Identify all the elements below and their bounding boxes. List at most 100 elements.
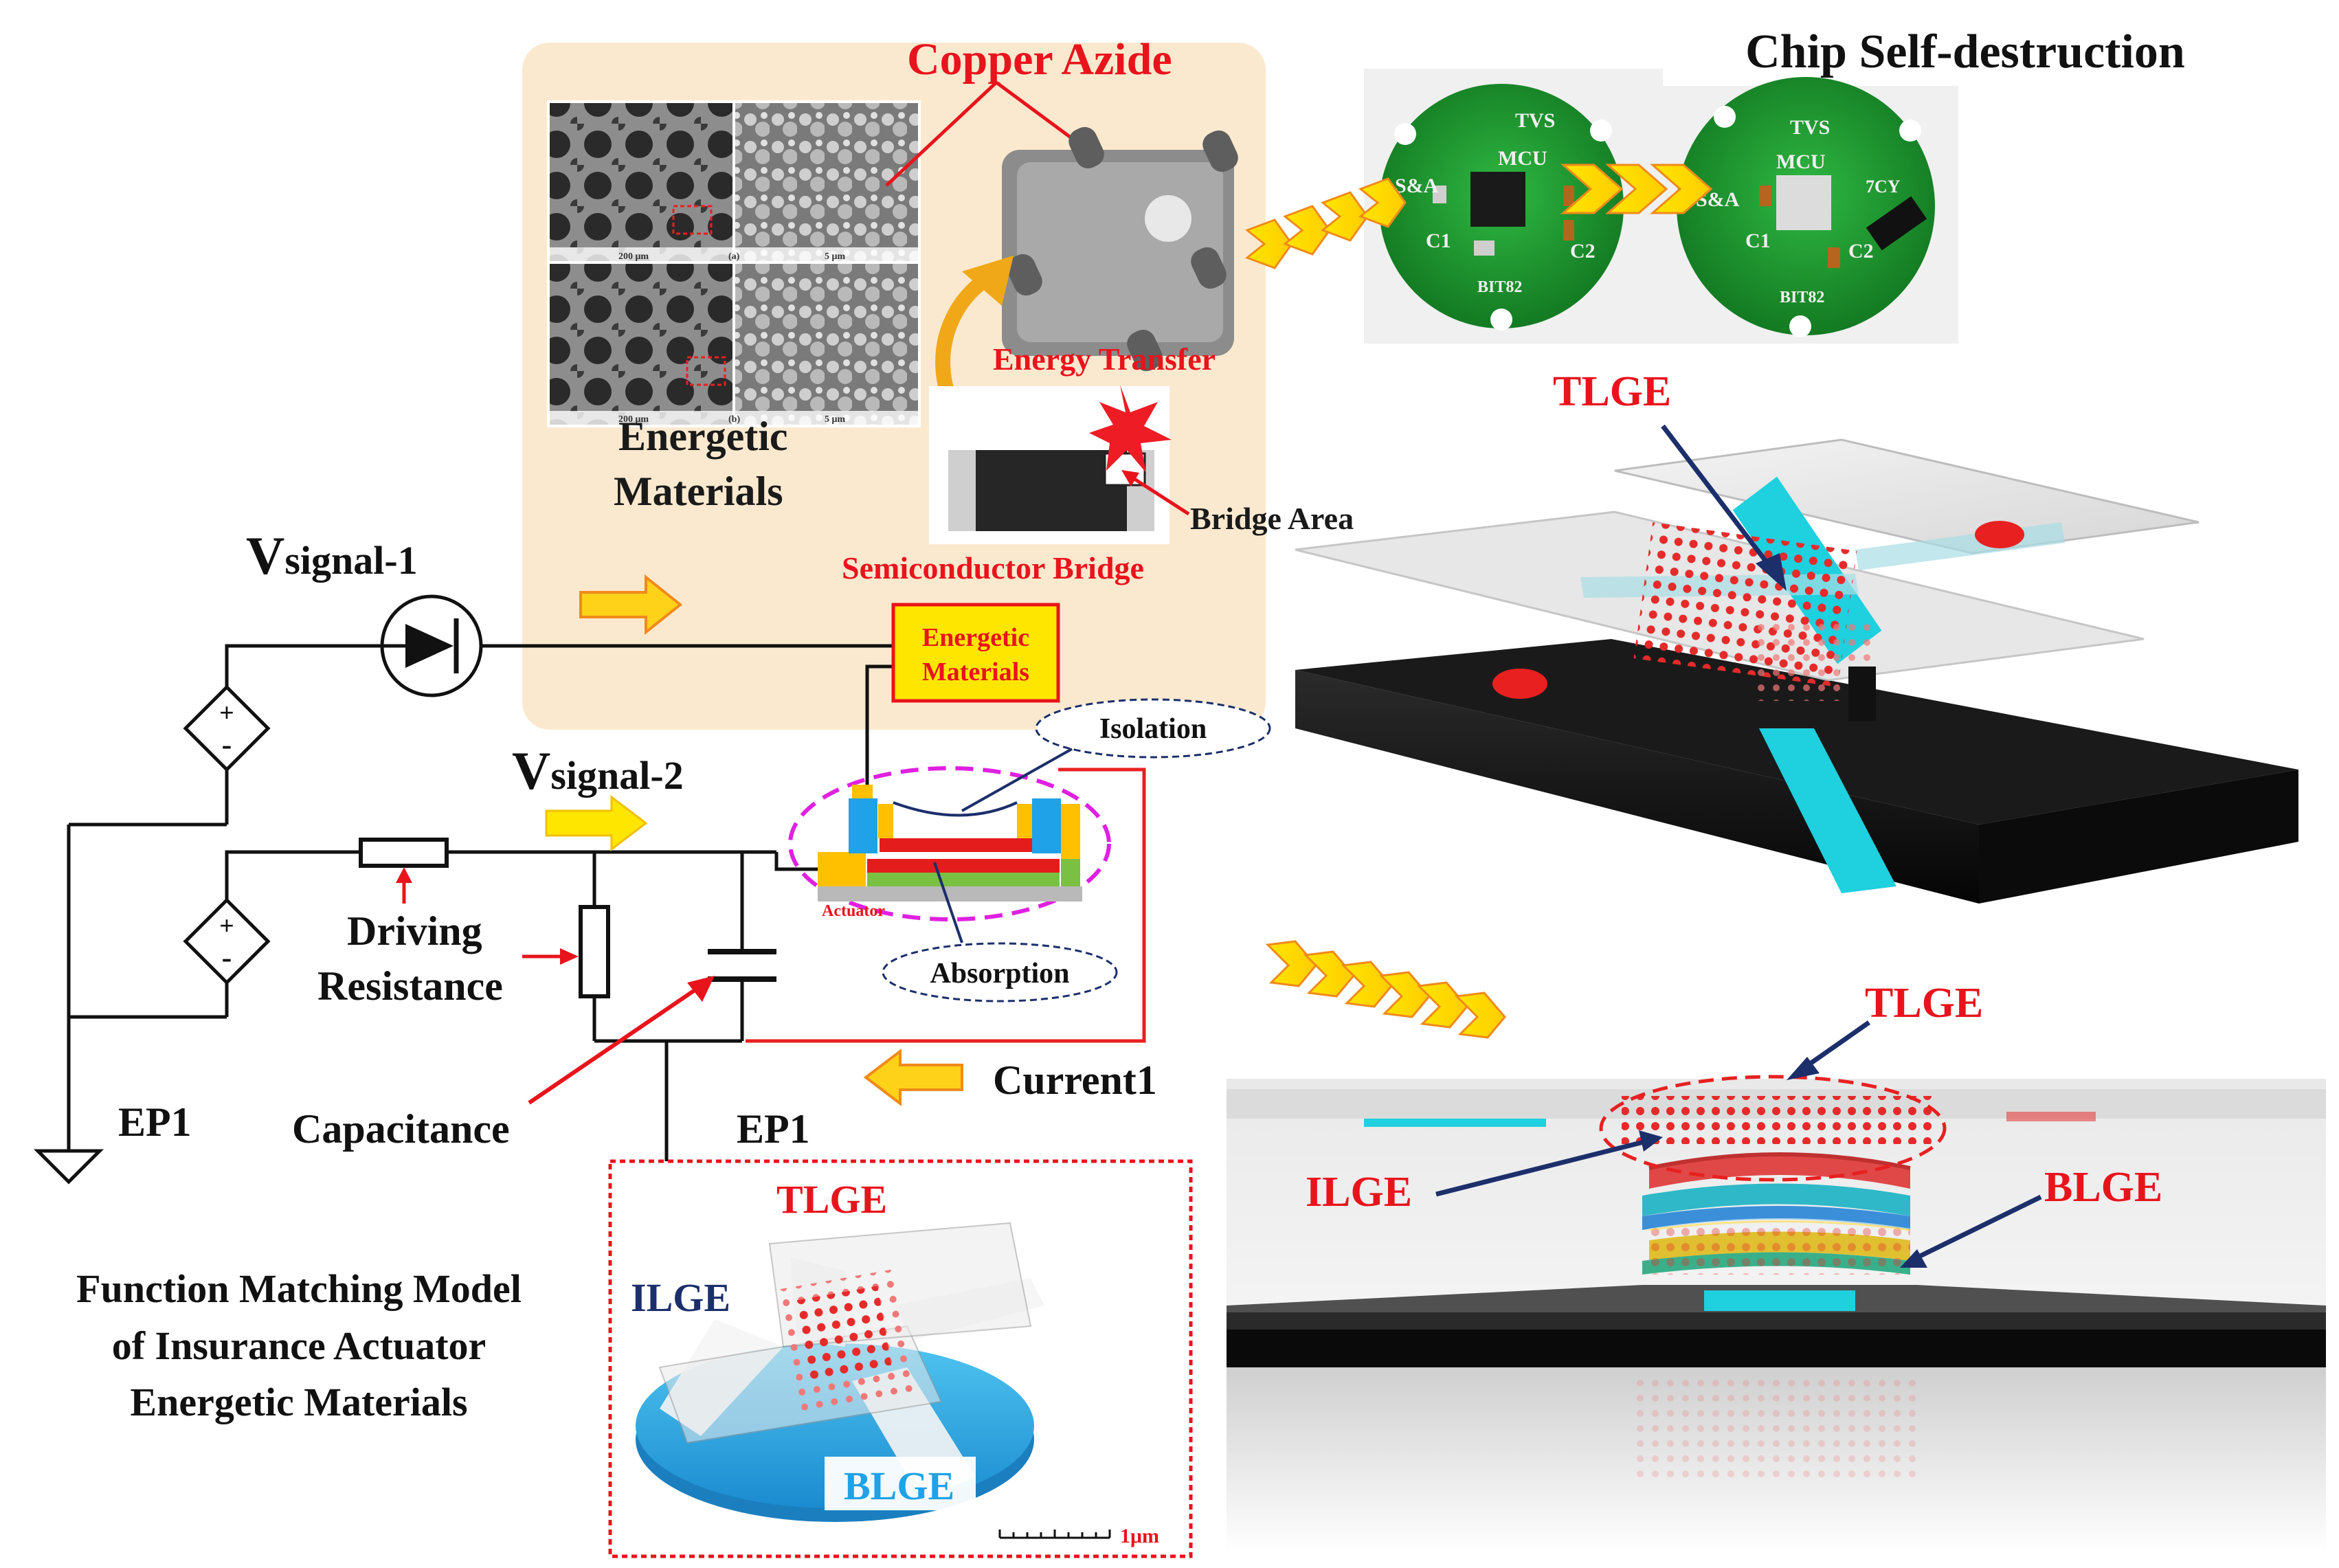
bridge-area-pointer [1126, 472, 1190, 516]
tlge-right-mid-label: TLGE [1865, 980, 1983, 1027]
isolation-pointer [961, 748, 1073, 812]
resistance-pointer-head [560, 948, 579, 965]
svg-text:-: - [222, 941, 232, 974]
device-3d-view [1295, 438, 2298, 904]
isolation-label: Isolation [1099, 713, 1207, 745]
svg-text:+: + [219, 699, 234, 728]
actuator-highlight [788, 766, 1111, 921]
model-inset-frame [608, 1159, 1193, 1558]
scale-bar [998, 1530, 1111, 1539]
energy-transfer-label: Energy Transfer [993, 341, 1216, 377]
blge-pointer [1909, 1194, 2042, 1264]
driving-resistance-label-line2: Resistance [317, 963, 503, 1009]
svg-text:+: + [219, 912, 234, 941]
blge-inset-label: BLGE [844, 1464, 954, 1508]
semiconductor-bridge-chip [948, 450, 1154, 531]
tlge-highlight [1599, 1075, 1947, 1182]
sem-scale-label: 200 μm [618, 251, 649, 262]
sem-scale-label: 5 μm [825, 414, 845, 425]
copper-azide-label: Copper Azide [907, 34, 1172, 85]
ilge-pointer [1435, 1138, 1650, 1197]
energy-transfer-arrow-head [962, 256, 1014, 306]
ground-icon [33, 1149, 104, 1185]
energetic-materials-label-line1: Energetic [618, 414, 788, 459]
capacitance-pointer-head [687, 976, 715, 1002]
shunt-resistor-icon [579, 905, 610, 998]
pcb-silk-text: TVS [1515, 109, 1555, 132]
ep1-left-label: EP1 [118, 1099, 192, 1145]
absorption-pointer [933, 862, 963, 943]
box-energetic-label-line2: Materials [922, 658, 1029, 686]
capacitance-pointer [528, 984, 702, 1105]
ilge-pointer-head [1639, 1130, 1663, 1152]
controlled-source-bottom-icon: + - [183, 897, 271, 985]
box-energetic-label-line1: Energetic [922, 623, 1029, 652]
tlge-right-top-label: TLGE [1553, 368, 1671, 415]
actuator-structure [818, 785, 1082, 901]
tlge-inset-label: TLGE [776, 1177, 887, 1222]
semiconductor-bridge-label: Semiconductor Bridge [842, 550, 1144, 585]
energetic-materials-box [891, 603, 1060, 703]
current-return-wire [746, 768, 1146, 1043]
explosion-icon [1089, 385, 1172, 473]
capacitance-label: Capacitance [292, 1106, 510, 1152]
blge-right-label: BLGE [2044, 1164, 2162, 1211]
current-arrow-icon [863, 1048, 963, 1107]
flow-arrow-icon [579, 574, 683, 636]
driving-resistance-label-line1: Driving [347, 908, 482, 954]
energetic-materials-label-line2: Materials [614, 469, 783, 514]
pcb-silk-text: TVS [1790, 116, 1830, 139]
capacitor-icon [708, 949, 776, 982]
chevron-arrows-icon [1245, 177, 1407, 269]
chip-self-destruction-title: Chip Self-destruction [1745, 25, 2185, 78]
absorption-bubble [882, 942, 1118, 1003]
ilge-inset-label: ILGE [631, 1275, 730, 1320]
pcb-silk-text: C2 [1570, 240, 1596, 262]
blge-pointer-head [1900, 1249, 1927, 1268]
pcb-silk-text: BIT82 [1477, 278, 1522, 296]
blge-label-backing [825, 1457, 976, 1510]
device-cross-section [1227, 1079, 2326, 1553]
sem-scale-label: 200 μm [618, 414, 649, 425]
actuator-label: Actuator [822, 902, 885, 920]
model-caption-line3: Energetic Materials [130, 1380, 467, 1424]
ep1-mid-label: EP1 [737, 1106, 810, 1152]
ilge-right-label: ILGE [1306, 1169, 1412, 1216]
model-caption-line1: Function Matching Model [76, 1266, 522, 1311]
detonator-chip [1002, 126, 1238, 372]
pcb-silk-text: S&A [1395, 175, 1439, 197]
chevron-arrows-icon [1265, 940, 1506, 1039]
pcb-before: TVS MCU S&A C1 C2 BIT82 [1379, 84, 1624, 331]
sem-panel-b-label: (b) [728, 414, 740, 425]
sem-panel-a-label: (a) [728, 251, 740, 262]
sem-images [547, 100, 921, 427]
scale-bar-label: 1μm [1120, 1525, 1159, 1547]
pcb-silk-text: C1 [1426, 229, 1451, 252]
pcb-silk-text: 7CY [1866, 177, 1901, 197]
flow-arrow-icon [545, 794, 648, 852]
tlge-pointer [1661, 424, 1775, 572]
tlge-mid-pointer [1798, 1020, 1871, 1073]
pcb-after: TVS MCU S&A C1 C2 7CY BIT82 [1677, 77, 1935, 337]
pcb-silk-text: MCU [1498, 147, 1547, 170]
bridge-area-pointer-head [1121, 470, 1139, 486]
svg-text:-: - [222, 728, 232, 761]
tlge-pointer-head [1756, 553, 1787, 591]
driving-resistor-icon [359, 838, 449, 868]
pcb-silk-text: C2 [1848, 240, 1874, 262]
circuit-wires [67, 644, 895, 1161]
chevron-arrows-icon [1560, 164, 1713, 214]
absorption-label: Absorption [930, 958, 1069, 989]
isolation-bubble [1035, 698, 1271, 759]
vsignal1-label: Vsignal-1 [246, 526, 418, 585]
tlge-mid-pointer-head [1787, 1057, 1820, 1080]
bridge-area-label: Bridge Area [1190, 501, 1354, 536]
model-caption-line2: of Insurance Actuator [112, 1323, 486, 1368]
sem-scale-label: 5 μm [825, 251, 845, 262]
driving-pointer-head [396, 867, 412, 883]
pcb-silk-text: BIT82 [1780, 289, 1824, 306]
pcb-silk-text: MCU [1776, 150, 1826, 173]
current1-label: Current1 [993, 1057, 1157, 1103]
